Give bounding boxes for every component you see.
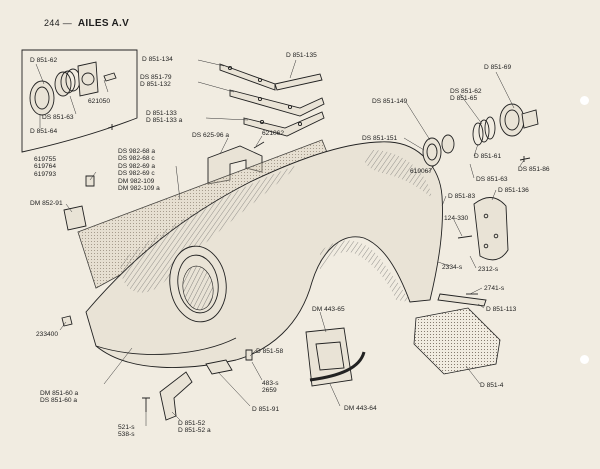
label-d851-58: D 851-58	[256, 348, 284, 355]
label-ds625-96a: DS 625-96 a	[192, 132, 230, 139]
label-124-330: 124-330	[444, 215, 469, 222]
wheel-arch-shading	[320, 240, 410, 302]
label-621050: 621050	[88, 98, 111, 105]
label-dm852-91: DM 852-91	[30, 200, 63, 207]
label-dm443-64: DM 443-64	[344, 405, 377, 412]
hose-dm443-64	[309, 351, 366, 382]
label-d851-64: D 851-64	[30, 128, 58, 135]
label-dm443-65: DM 443-65	[312, 306, 345, 313]
label-233400: 233400	[36, 331, 59, 338]
label-ds851-151: DS 851-151	[362, 135, 398, 142]
inset-panel-border	[21, 49, 138, 153]
air-intake-assembly	[422, 103, 539, 167]
label-d851-91: D 851-91	[252, 406, 280, 413]
page-header: 244 — AILES A.V	[44, 18, 129, 29]
label-d851-136: D 851-136	[498, 187, 529, 194]
binder-hole	[580, 96, 589, 105]
label-2312-s: 2312-s	[478, 266, 499, 273]
inset-air-intake	[29, 61, 117, 116]
label-d851-62: D 851-62	[30, 57, 58, 64]
label-d851-134: D 851-134	[142, 56, 173, 63]
bracket-d851-134	[219, 63, 323, 91]
label-2334-s: 2334-s	[442, 264, 463, 271]
strip-d851-113	[437, 293, 487, 307]
label-619067: 619067	[410, 168, 433, 175]
label-d851-135: D 851-135	[286, 52, 317, 59]
bracket-d851-132	[229, 89, 325, 117]
bracket-d851-133	[243, 111, 325, 137]
label-ds851-149: DS 851-149	[372, 98, 408, 105]
header-separator: —	[62, 18, 73, 28]
leader-lines	[35, 59, 525, 426]
fender-lower-lip	[95, 337, 237, 355]
label-ds851-63-left: DS 851-63	[42, 114, 74, 121]
label-2741-s: 2741-s	[484, 285, 505, 292]
page-number: 244	[44, 18, 60, 28]
label-621062: 621062	[262, 130, 285, 137]
label-d851-61: D 851-61	[474, 153, 502, 160]
page-title: AILES A.V	[77, 18, 130, 29]
fender-shading	[120, 164, 300, 293]
binder-hole	[580, 355, 589, 364]
label-d851-83: D 851-83	[448, 193, 476, 200]
label-ds851-63-right: DS 851-63	[476, 176, 508, 183]
fasteners	[61, 124, 531, 412]
bracket-d851-91	[205, 359, 233, 375]
cover-plate-d851-136	[473, 197, 509, 261]
label-d851-4: D 851-4	[480, 382, 504, 389]
fender-shading	[364, 150, 432, 198]
bracket-d851-52	[159, 371, 193, 421]
label-d851-113: D 851-113	[486, 306, 517, 313]
pad-d851-4	[413, 307, 501, 375]
label-ds851-86: DS 851-86	[518, 166, 550, 173]
label-d851-69: D 851-69	[484, 64, 512, 71]
headlamp-bowl	[169, 245, 227, 323]
